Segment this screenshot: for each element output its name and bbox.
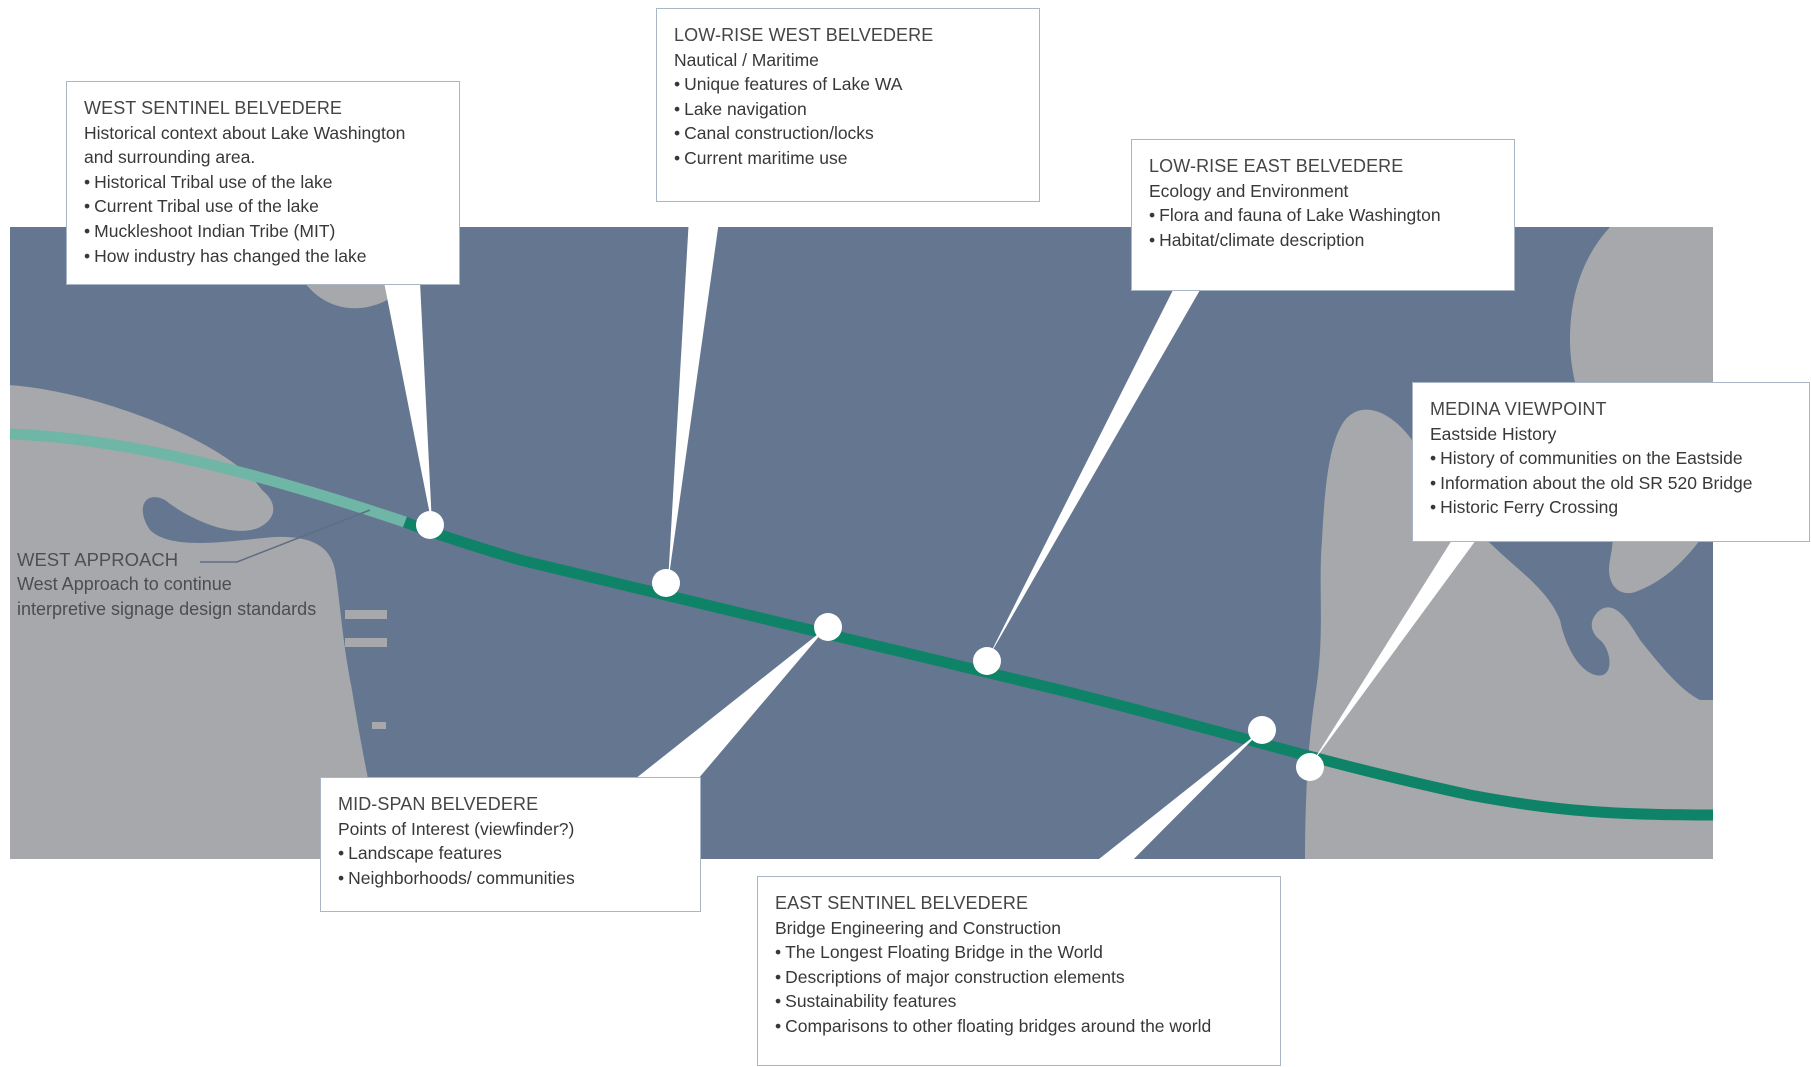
- callout-subtitle: Nautical / Maritime: [674, 49, 819, 70]
- marker-low-rise-west[interactable]: [652, 569, 680, 597]
- callout-item: Current Tribal use of the lake: [84, 194, 443, 219]
- callout-item: Comparisons to other floating bridges ar…: [775, 1014, 1264, 1039]
- callout-item: Neighborhoods/ communities: [338, 866, 684, 891]
- callout-item: Muckleshoot Indian Tribe (MIT): [84, 219, 443, 244]
- callout-item: Canal construction/locks: [674, 121, 1023, 146]
- pier: [345, 610, 387, 619]
- pier: [345, 638, 387, 647]
- callout-title: LOW-RISE WEST BELVEDERE: [674, 25, 934, 45]
- west-approach-label: WEST APPROACH West Approach to continue …: [17, 547, 316, 622]
- callout-item: Descriptions of major construction eleme…: [775, 965, 1264, 990]
- callout-title: LOW-RISE EAST BELVEDERE: [1149, 156, 1404, 176]
- pointer-medina: [1310, 540, 1476, 766]
- west-shore-land: [10, 385, 384, 859]
- west-approach-path: [9, 428, 407, 528]
- callout-item: Unique features of Lake WA: [674, 72, 1023, 97]
- callout-item: Historical Tribal use of the lake: [84, 170, 443, 195]
- callout-east-sentinel: EAST SENTINEL BELVEDERE Bridge Engineeri…: [757, 876, 1281, 1066]
- marker-east-sentinel[interactable]: [1248, 716, 1276, 744]
- callout-title: MEDINA VIEWPOINT: [1430, 399, 1607, 419]
- pointer-low-rise-east: [987, 290, 1200, 660]
- pier: [372, 722, 386, 729]
- west-approach-line2: interpretive signage design standards: [17, 599, 317, 619]
- callout-low-rise-west: LOW-RISE WEST BELVEDERE Nautical / Marit…: [656, 8, 1040, 202]
- callout-subtitle: Eastside History: [1430, 423, 1557, 444]
- callout-mid-span: MID-SPAN BELVEDERE Points of Interest (v…: [320, 777, 701, 912]
- bridge-route: [402, 516, 1714, 821]
- marker-mid-span[interactable]: [814, 613, 842, 641]
- pointer-west-sentinel: [384, 282, 432, 525]
- callout-item: Sustainability features: [775, 989, 1264, 1014]
- pointer-east-sentinel: [1075, 729, 1263, 878]
- callout-subtitle: Bridge Engineering and Construction: [775, 917, 1062, 938]
- callout-title: EAST SENTINEL BELVEDERE: [775, 893, 1029, 913]
- marker-medina[interactable]: [1296, 753, 1324, 781]
- island: [305, 283, 408, 309]
- callout-item: The Longest Floating Bridge in the World: [775, 940, 1264, 965]
- callout-subtitle: Ecology and Environment: [1149, 180, 1349, 201]
- callout-west-sentinel: WEST SENTINEL BELVEDERE Historical conte…: [66, 81, 460, 285]
- pointer-low-rise-west: [668, 200, 722, 583]
- callout-subtitle: Historical context about Lake Washington: [84, 122, 406, 143]
- pointer-mid-span: [635, 627, 827, 779]
- callout-subtitle: and surrounding area.: [84, 147, 256, 168]
- callout-title: WEST SENTINEL BELVEDERE: [84, 98, 343, 118]
- callout-subtitle: Points of Interest (viewfinder?): [338, 818, 575, 839]
- callout-low-rise-east: LOW-RISE EAST BELVEDERE Ecology and Envi…: [1131, 139, 1515, 291]
- callout-title: MID-SPAN BELVEDERE: [338, 794, 539, 814]
- west-approach-line1: West Approach to continue: [17, 574, 232, 594]
- callout-item: Habitat/climate description: [1149, 228, 1498, 253]
- callout-item: History of communities on the Eastside: [1430, 446, 1793, 471]
- marker-west-sentinel[interactable]: [416, 511, 444, 539]
- marker-low-rise-east[interactable]: [973, 647, 1001, 675]
- callout-item: Landscape features: [338, 841, 684, 866]
- west-approach-title: WEST APPROACH: [17, 549, 179, 570]
- callout-item: How industry has changed the lake: [84, 244, 443, 269]
- callout-item: Information about the old SR 520 Bridge: [1430, 471, 1793, 496]
- east-shore-land: [1305, 409, 1713, 859]
- callout-item: Lake navigation: [674, 97, 1023, 122]
- callout-item: Flora and fauna of Lake Washington: [1149, 203, 1498, 228]
- west-approach-leader: [200, 509, 371, 563]
- callout-medina: MEDINA VIEWPOINT Eastside History Histor…: [1412, 382, 1810, 542]
- callout-item: Current maritime use: [674, 146, 1023, 171]
- callout-item: Historic Ferry Crossing: [1430, 495, 1793, 520]
